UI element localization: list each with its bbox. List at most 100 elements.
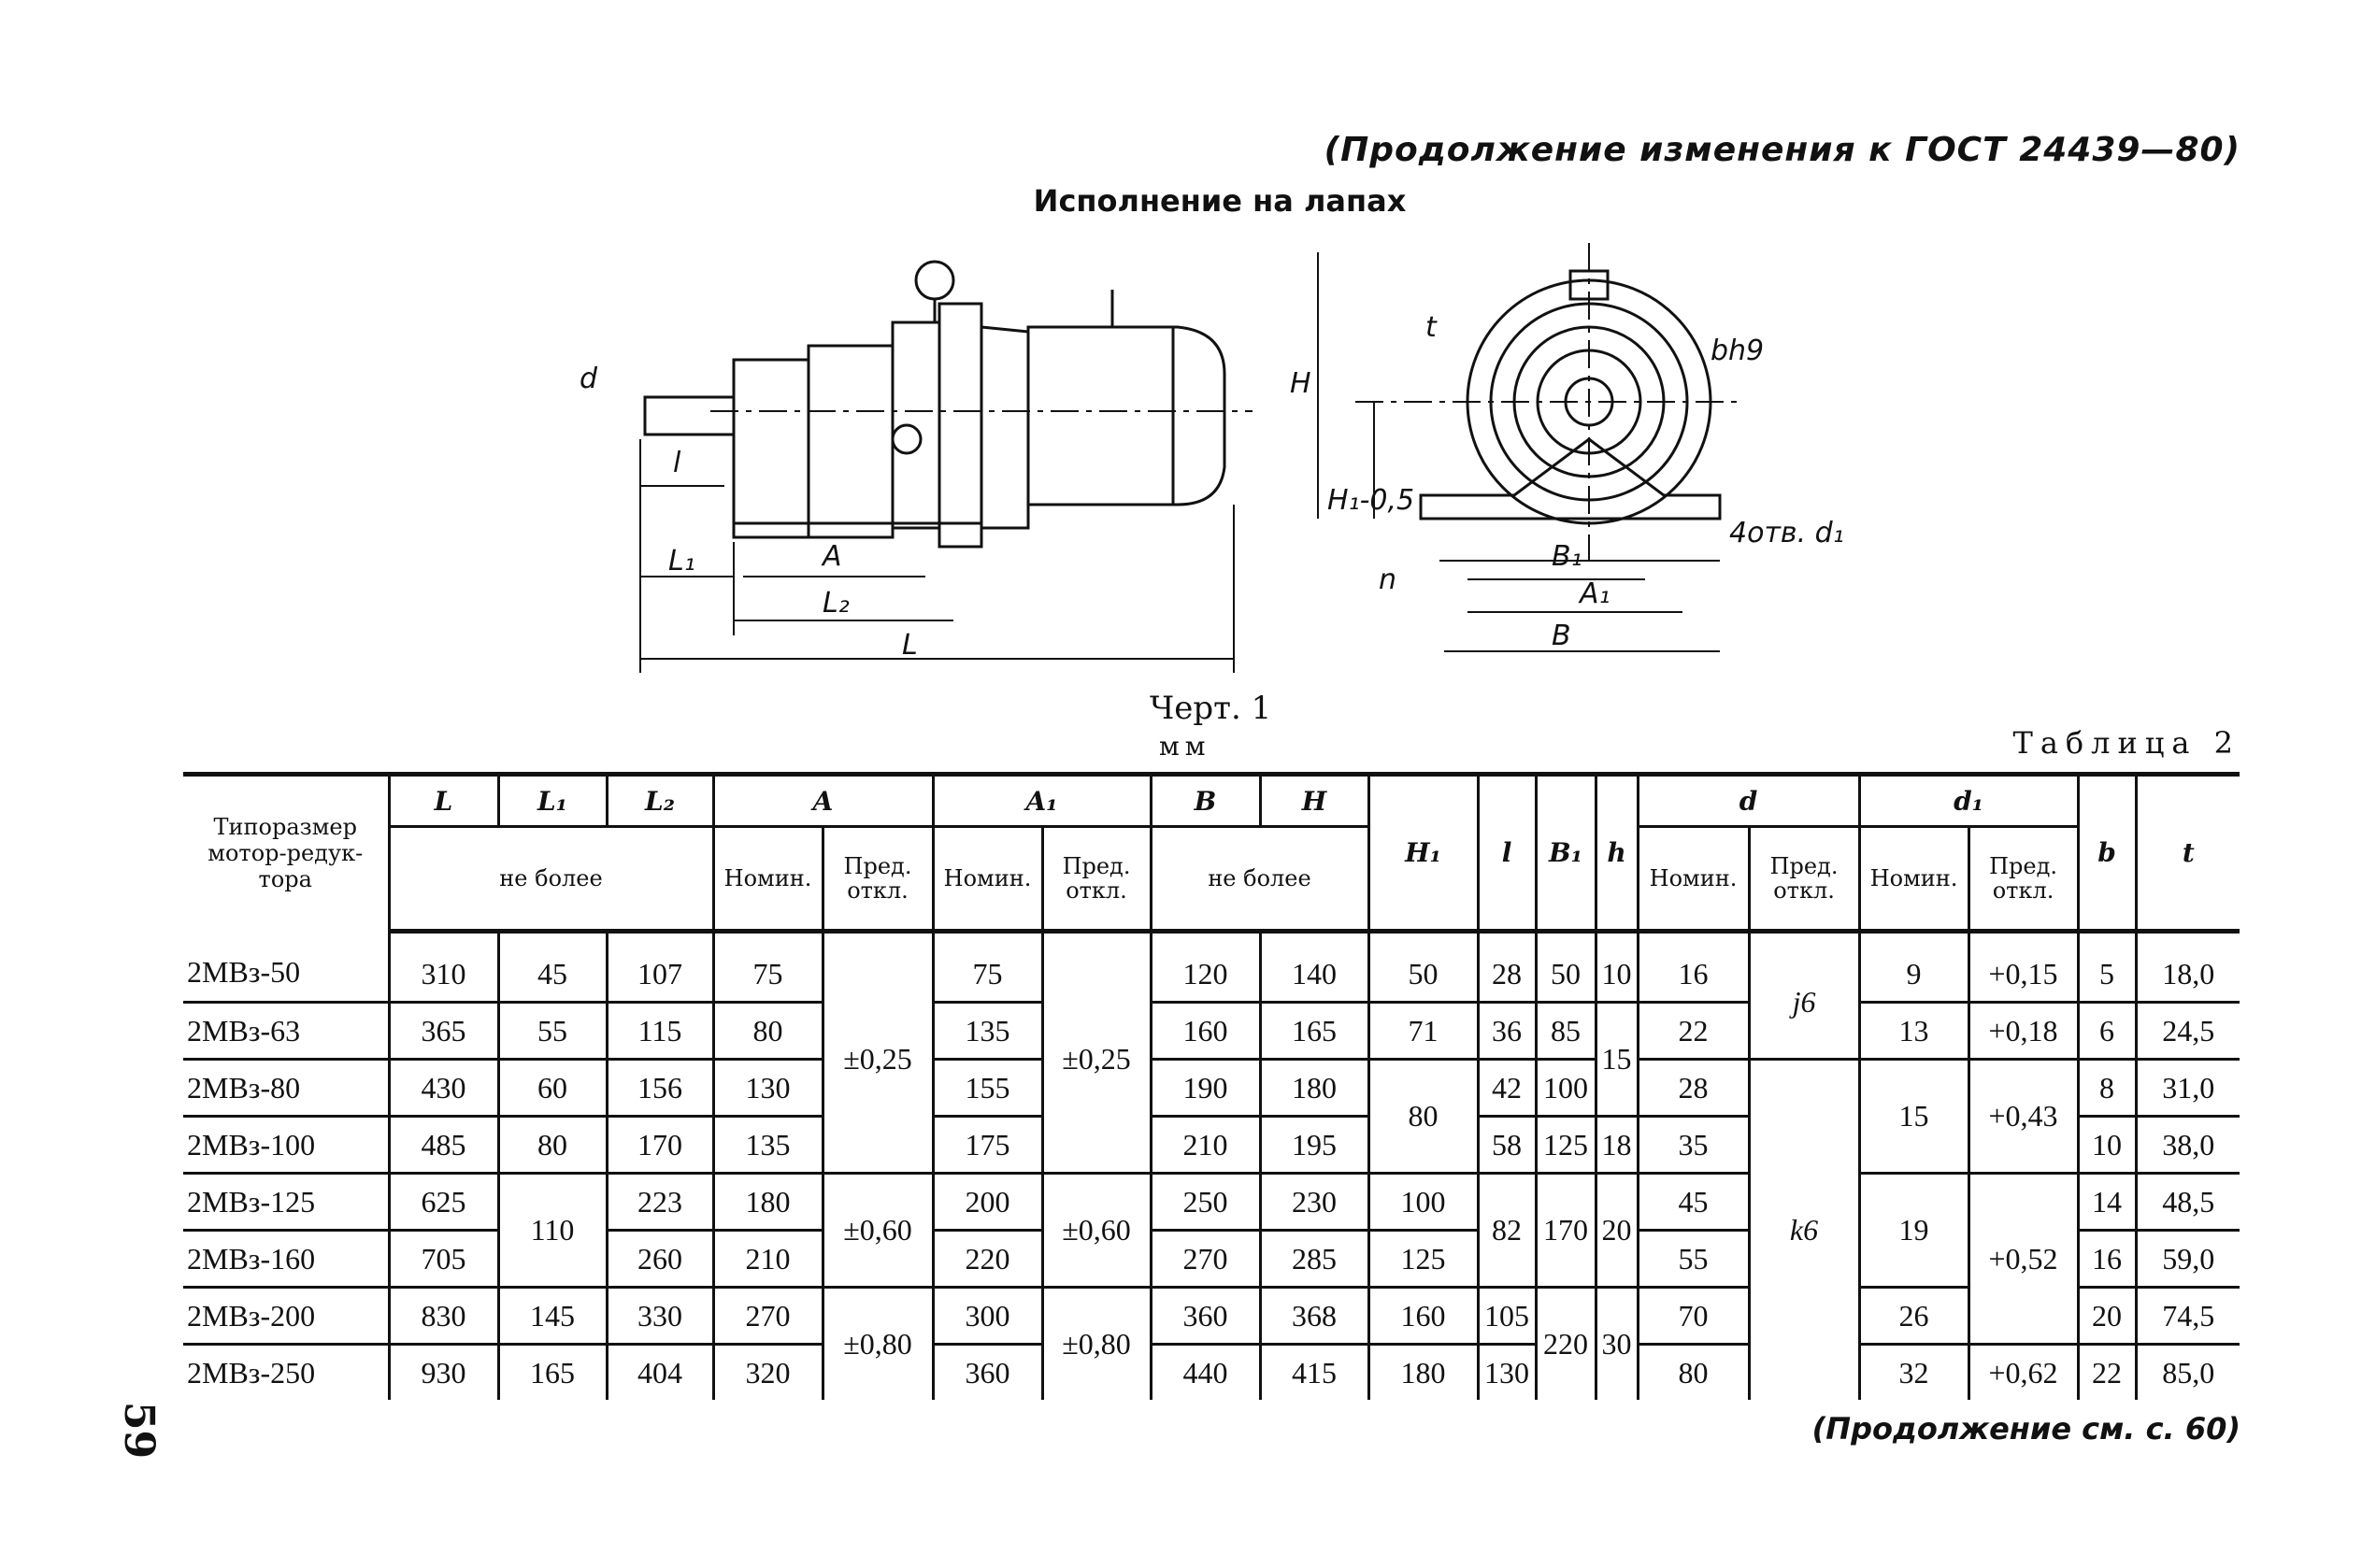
- label-d: d: [580, 363, 598, 395]
- value-cell: 165: [1258, 1002, 1369, 1061]
- value-cell: 26: [1857, 1287, 1969, 1346]
- label-H1: H₁-0,5: [1327, 484, 1414, 517]
- value-cell: ±0,80: [821, 1287, 934, 1400]
- front-view: [1317, 243, 1739, 652]
- value-cell: 80: [496, 1116, 607, 1175]
- header-b: b: [2076, 774, 2137, 934]
- value-cell: 60: [496, 1059, 607, 1118]
- value-cell: 5: [2076, 931, 2137, 1004]
- continuation-header: (Продолжение изменения к ГОСТ 24439—80): [1324, 131, 2240, 169]
- value-cell: 28: [1636, 1059, 1750, 1118]
- value-cell: 130: [1476, 1344, 1537, 1400]
- value-cell: 360: [1149, 1287, 1261, 1346]
- label-L2: L₂: [823, 587, 850, 620]
- value-cell: 32: [1857, 1344, 1969, 1400]
- value-cell: 310: [387, 931, 498, 1004]
- value-cell: 160: [1149, 1002, 1261, 1061]
- value-cell: 38,0: [2134, 1116, 2240, 1175]
- header-d1-dev: Пред. откл.: [1967, 826, 2079, 934]
- label-B: B: [1552, 620, 1571, 652]
- value-cell: 285: [1258, 1230, 1369, 1289]
- value-cell: +0,62: [1967, 1344, 2079, 1400]
- value-cell: 45: [1636, 1173, 1750, 1232]
- value-cell: 330: [605, 1287, 713, 1346]
- value-cell: 55: [496, 1002, 607, 1061]
- value-cell: ±0,60: [821, 1173, 934, 1289]
- value-cell: 170: [605, 1116, 713, 1175]
- motor-drawing: d l L₁ A L₂ L H t bh9 H₁-0,5 n B₁ A₁ B 4…: [580, 243, 1844, 673]
- value-cell: 430: [387, 1059, 498, 1118]
- value-cell: 180: [1367, 1344, 1479, 1400]
- page-number: 59: [115, 1401, 164, 1460]
- value-cell: 115: [605, 1002, 713, 1061]
- value-cell: 210: [1149, 1116, 1261, 1175]
- value-cell: 120: [1149, 931, 1261, 1004]
- value-cell: 180: [1258, 1059, 1369, 1118]
- value-cell: +0,18: [1967, 1002, 2079, 1061]
- value-cell: 270: [1149, 1230, 1261, 1289]
- units-label: мм: [1159, 731, 1211, 762]
- value-cell: 80: [1367, 1059, 1479, 1175]
- dimensions-table: Типоразмер мотор-редук-тора L L₁ L₂ A A₁…: [183, 772, 2240, 1400]
- label-n: n: [1379, 563, 1396, 596]
- value-cell: 31,0: [2134, 1059, 2240, 1118]
- value-cell: 8: [2076, 1059, 2137, 1118]
- value-cell: ±0,80: [1040, 1287, 1152, 1400]
- value-cell: 18: [1594, 1116, 1639, 1175]
- value-cell: 156: [605, 1059, 713, 1118]
- value-cell: 20: [1594, 1173, 1639, 1289]
- header-model: Типоразмер мотор-редук-тора: [208, 814, 364, 892]
- header-t: t: [2134, 774, 2240, 934]
- value-cell: 145: [496, 1287, 607, 1346]
- value-cell: j6: [1747, 931, 1860, 1061]
- header-A: A: [711, 774, 934, 828]
- label-holes: 4отв. d₁: [1729, 517, 1844, 549]
- label-B1: B₁: [1552, 540, 1582, 573]
- header-d1-nom: Номин.: [1857, 826, 1969, 934]
- value-cell: 6: [2076, 1002, 2137, 1061]
- model-cell: 2МВз-125: [183, 1173, 389, 1232]
- value-cell: 230: [1258, 1173, 1369, 1232]
- side-view: [639, 260, 1253, 673]
- header-A1: A₁: [931, 774, 1152, 828]
- value-cell: 71: [1367, 1002, 1479, 1061]
- value-cell: 22: [2076, 1344, 2137, 1400]
- value-cell: 45: [496, 931, 607, 1004]
- value-cell: ±0,25: [821, 931, 934, 1175]
- value-cell: 175: [931, 1116, 1043, 1175]
- value-cell: 80: [1636, 1344, 1750, 1400]
- value-cell: 200: [931, 1173, 1043, 1232]
- value-cell: 625: [387, 1173, 498, 1232]
- header-B1: B₁: [1534, 774, 1596, 934]
- value-cell: 404: [605, 1344, 713, 1400]
- value-cell: 190: [1149, 1059, 1261, 1118]
- value-cell: 223: [605, 1173, 713, 1232]
- value-cell: 930: [387, 1344, 498, 1400]
- value-cell: 28: [1476, 931, 1537, 1004]
- model-cell: 2МВз-63: [183, 1002, 389, 1061]
- value-cell: 20: [2076, 1287, 2137, 1346]
- label-A1: A₁: [1578, 577, 1610, 610]
- value-cell: 368: [1258, 1287, 1369, 1346]
- value-cell: 85,0: [2134, 1344, 2240, 1400]
- header-A1-nom: Номин.: [931, 826, 1043, 934]
- model-cell: 2МВз-100: [183, 1116, 389, 1175]
- value-cell: 36: [1476, 1002, 1537, 1061]
- value-cell: 85: [1534, 1002, 1596, 1061]
- label-A: A: [821, 540, 842, 573]
- header-d: d: [1636, 774, 1860, 828]
- value-cell: ±0,60: [1040, 1173, 1152, 1289]
- continuation-footer: (Продолжение см. с. 60): [1811, 1411, 2240, 1447]
- value-cell: 75: [931, 931, 1043, 1004]
- header-L1: L₁: [496, 774, 607, 828]
- value-cell: 30: [1594, 1287, 1639, 1400]
- value-cell: 125: [1367, 1230, 1479, 1289]
- value-cell: 14: [2076, 1173, 2137, 1232]
